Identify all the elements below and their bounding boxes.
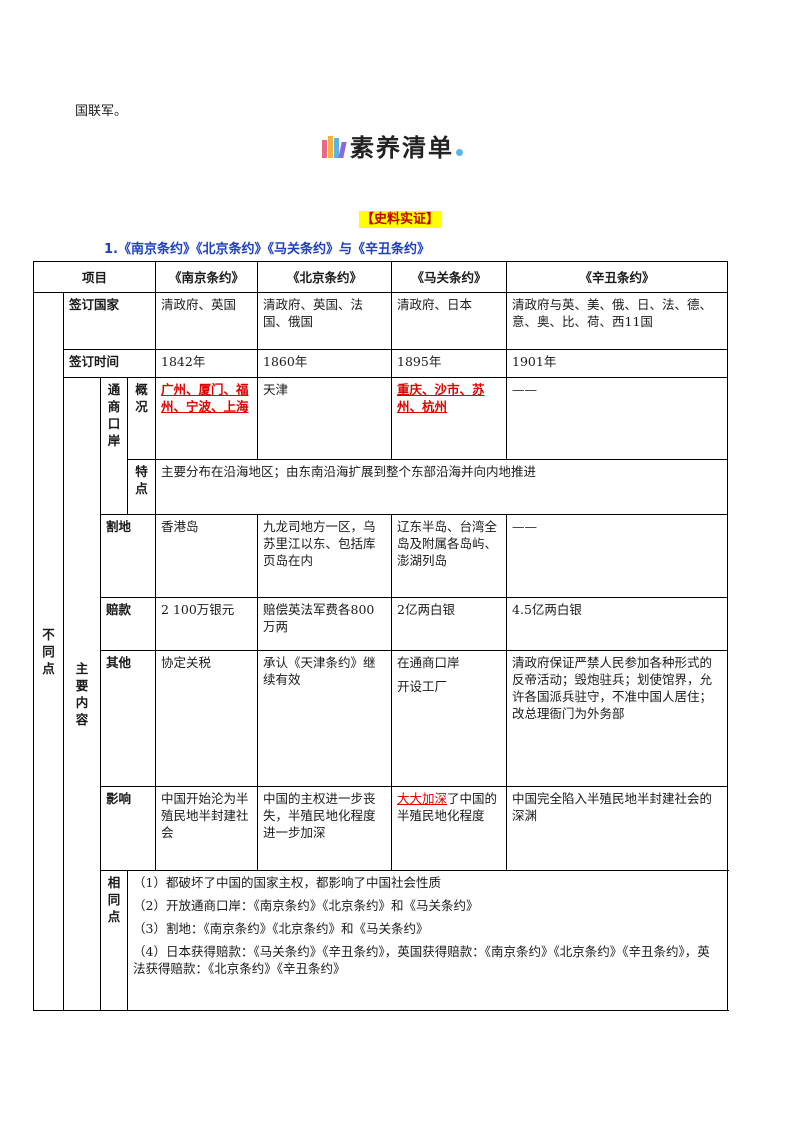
time-nanjing: 1842年 [155,349,259,378]
impact-beijing: 中国的主权进一步丧失，半殖民地化程度进一步加深 [257,786,393,871]
same-point-4: （4）日本获得赔款：《马关条约》《辛丑条约》，英国获得赔款：《南京条约》《北京条… [133,944,710,976]
header-nanjing: 《南京条约》 [155,261,259,293]
label-indemnity: 赔款 [99,597,157,651]
row-impact: 影响 中国开始沦为半殖民地半封建社会 中国的主权进一步丧失，半殖民地化程度进一步… [34,786,729,871]
overview-label: 概况 [126,377,157,460]
feature-label: 特点 [126,459,157,515]
treaty-comparison-table: 项目 《南京条约》 《北京条约》 《马关条约》 《辛丑条约》 不同点 签订国家 … [32,261,729,1011]
row-territory: 割地 香港岛 九龙司地方一区，乌苏里江以东、包括库页岛在内 辽东半岛、台湾全岛及… [34,514,729,598]
countries-nanjing: 清政府、英国 [155,292,259,350]
time-xinchou: 1901年 [506,349,729,378]
label-impact: 影响 [99,786,157,871]
diff-label: 不同点 [33,292,64,1011]
tag-label: 【史料实证】 [358,211,441,228]
label-other: 其他 [99,650,157,787]
row-indemnity: 赔款 2 100万银元 赔偿英法军费各800万两 2亿两白银 4.5亿两白银 [34,597,729,651]
ports-feature-text: 主要分布在沿海地区；由东南沿海扩展到整个东部沿海并向内地推进 [155,459,729,515]
time-maguan: 1895年 [391,349,508,378]
territory-nanjing: 香港岛 [155,514,259,598]
heading-title: 素养清单 [350,132,454,162]
territory-xinchou: —— [506,514,729,598]
ports-nanjing: 广州、厦门、福州、宁波、上海 [155,377,259,460]
same-label: 相同点 [100,870,128,1011]
countries-xinchou: 清政府与英、美、俄、日、法、德、意、奥、比、荷、西11国 [506,292,729,350]
ports-maguan: 重庆、沙市、苏州、杭州 [391,377,508,460]
other-beijing: 承认《天津条约》继续有效 [257,650,393,787]
same-point-2: （2）开放通商口岸：《南京条约》《北京条约》和《马关条约》 [133,898,479,913]
label-countries: 签订国家 [62,292,157,350]
table-subtitle: 1.《南京条约》《北京条约》《马关条约》与《辛丑条约》 [104,242,430,257]
header-beijing: 《北京条约》 [257,261,393,293]
other-nanjing: 协定关税 [155,650,259,787]
impact-maguan: 大大加深了中国的半殖民地化程度 [391,786,508,871]
row-ports-overview: 主要内容 通商口岸 概况 广州、厦门、福州、宁波、上海 天津 重庆、沙市、苏州、… [34,377,729,1011]
other-xinchou: 清政府保证严禁人民参加各种形式的反帝活动；毁炮驻兵；划使馆界，允许各国派兵驻守，… [506,650,729,787]
other-maguan: 在通商口岸 开设工厂 [391,650,508,787]
indemnity-xinchou: 4.5亿两白银 [506,597,729,651]
same-point-1: （1）都破坏了中国的国家主权，都影响了中国社会性质 [133,875,441,890]
row-other: 其他 协定关税 承认《天津条约》继续有效 在通商口岸 开设工厂 清政府保证严禁人… [34,650,729,787]
impact-nanjing: 中国开始沦为半殖民地半封建社会 [155,786,259,871]
row-time: 签订时间 1842年 1860年 1895年 1901年 [34,349,729,378]
indemnity-maguan: 2亿两白银 [391,597,508,651]
same-points-cell: （1）都破坏了中国的国家主权，都影响了中国社会性质 （2）开放通商口岸：《南京条… [126,870,729,1011]
header-maguan: 《马关条约》 [391,261,508,293]
countries-beijing: 清政府、英国、法国、俄国 [257,292,393,350]
territory-beijing: 九龙司地方一区，乌苏里江以东、包括库页岛在内 [257,514,393,598]
label-time: 签订时间 [62,349,157,378]
header-xinchou: 《辛丑条约》 [506,261,729,293]
label-territory: 割地 [99,514,157,598]
main-content-label: 主要内容 [63,377,101,1011]
impact-xinchou: 中国完全陷入半殖民地半封建社会的深渊 [506,786,729,871]
section-heading: 素养清单 [322,128,463,162]
row-countries: 不同点 签订国家 清政府、英国 清政府、英国、法国、俄国 清政府、日本 清政府与… [33,292,729,1011]
continued-text: 国联军。 [75,104,128,119]
ports-beijing: 天津 [257,377,393,460]
heading-dot-icon [456,148,463,156]
section-tag: 【史料实证】 [0,208,800,228]
row-same-points: 相同点 （1）都破坏了中国的国家主权，都影响了中国社会性质 （2）开放通商口岸：… [34,870,729,1011]
books-icon [322,132,347,158]
indemnity-nanjing: 2 100万银元 [155,597,259,651]
indemnity-beijing: 赔偿英法军费各800万两 [257,597,393,651]
header-item: 项目 [32,261,157,293]
territory-maguan: 辽东半岛、台湾全岛及附属各岛屿、澎湖列岛 [391,514,508,598]
countries-maguan: 清政府、日本 [391,292,508,350]
ports-xinchou: —— [506,377,729,460]
row-ports-feature: 特点 主要分布在沿海地区；由东南沿海扩展到整个东部沿海并向内地推进 [34,459,729,515]
time-beijing: 1860年 [257,349,393,378]
header-row: 项目 《南京条约》 《北京条约》 《马关条约》 《辛丑条约》 [32,261,729,293]
same-point-3: （3）割地：《南京条约》《北京条约》和《马关条约》 [133,921,429,936]
ports-label: 通商口岸 [100,377,128,515]
